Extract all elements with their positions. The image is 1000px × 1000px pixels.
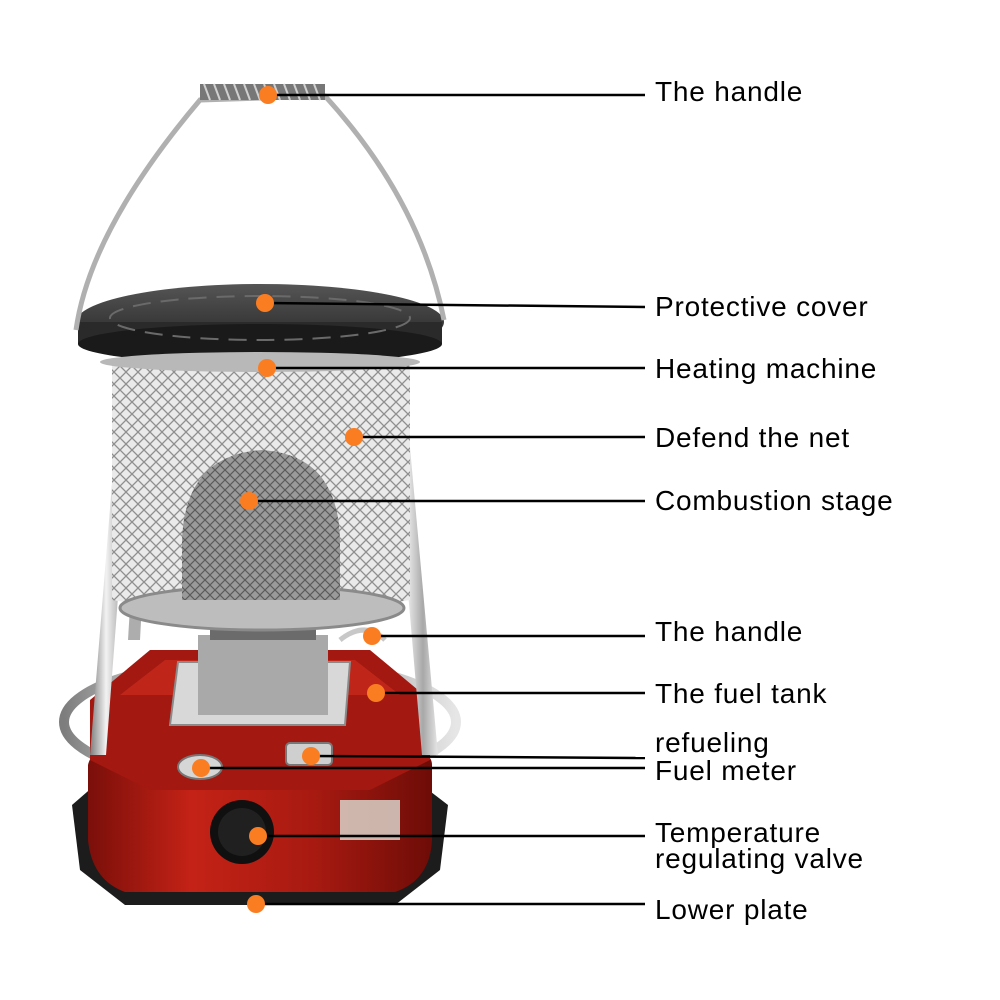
label-lower-plate: Lower plate [655, 894, 809, 925]
leader-lines [201, 93, 646, 906]
label-protective-cover: Protective cover [655, 291, 869, 322]
marker-defend-net [345, 428, 363, 446]
marker-fuel-meter [192, 759, 210, 777]
marker-protective-cover [256, 294, 274, 312]
callout-markers [192, 86, 385, 913]
label-handle-top: The handle [655, 76, 804, 107]
marker-fuel-tank [367, 684, 385, 702]
leader-line-refueling [310, 754, 646, 760]
label-handle-side: The handle [655, 616, 804, 647]
marker-combustion-stage [240, 492, 258, 510]
marker-refueling [302, 747, 320, 765]
label-fuel-tank: The fuel tank [655, 678, 828, 709]
marker-temp-valve [249, 827, 267, 845]
label-refueling: refueling [655, 727, 770, 758]
marker-heating-machine [258, 359, 276, 377]
label-defend-net: Defend the net [655, 422, 850, 453]
label-temp-valve: Temperature regulating valve [655, 817, 864, 874]
marker-handle-side [363, 627, 381, 645]
leader-line-protective-cover [264, 301, 646, 309]
combustion-dome [182, 450, 340, 600]
label-fuel-meter: Fuel meter [655, 755, 797, 786]
marker-handle-top [259, 86, 277, 104]
label-combustion-stage: Combustion stage [655, 485, 894, 516]
label-heating-machine: Heating machine [655, 353, 878, 384]
marker-lower-plate [247, 895, 265, 913]
